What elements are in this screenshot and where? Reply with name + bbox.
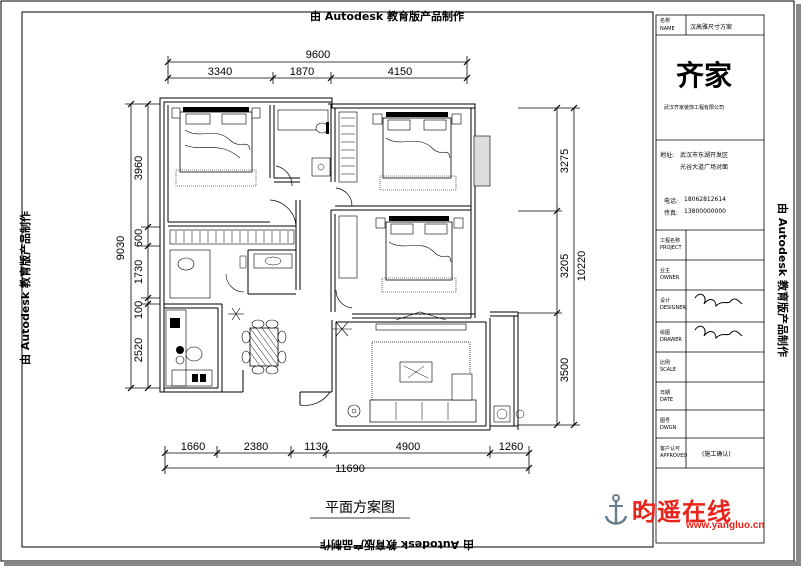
address-line2: 光谷大道广场对面 bbox=[680, 164, 729, 171]
bay-window-1 bbox=[473, 135, 491, 187]
dim-left-seg-2: 600 bbox=[133, 229, 145, 247]
bedroom-3-wardrobe bbox=[338, 215, 358, 279]
fax-label: 传真: bbox=[664, 210, 679, 217]
plant-center bbox=[332, 321, 352, 337]
living-room-tv bbox=[375, 311, 467, 331]
dim-bottom-seg-5: 1260 bbox=[499, 441, 523, 453]
bathroom-fixtures bbox=[277, 109, 331, 177]
drawing-title: 平面方案图 bbox=[325, 499, 395, 516]
dim-bottom-seg-1: 1660 bbox=[181, 441, 205, 453]
dim-left-seg-3: 1730 bbox=[133, 260, 145, 284]
anchor-icon bbox=[604, 494, 628, 528]
tb-row-4-cn: 绘图 bbox=[660, 330, 671, 336]
bedroom-2-wardrobe bbox=[338, 111, 358, 183]
tb-project-value: 汉高雅尺寸方案 bbox=[690, 24, 733, 31]
bedroom-2-bed bbox=[372, 112, 462, 191]
logo-main-text: 昀遥在线 bbox=[632, 498, 732, 526]
dim-left-seg-1: 3960 bbox=[133, 156, 145, 180]
tb-row-7-cn: 图号 bbox=[660, 418, 671, 424]
side-table-left bbox=[347, 404, 361, 418]
bottom-dimension-lines bbox=[164, 446, 530, 474]
title-block-grid bbox=[655, 14, 765, 544]
watermark-left: 由 Autodesk 教育版产品制作 bbox=[19, 210, 33, 366]
watermark-top: 由 Autodesk 教育版产品制作 bbox=[310, 10, 465, 23]
dim-bottom-seg-2: 2380 bbox=[244, 441, 268, 453]
entry-door-swing bbox=[299, 391, 331, 406]
tb-row-8-cn: 客户认可 bbox=[660, 446, 681, 452]
drawer-signature bbox=[694, 325, 743, 340]
top-dimension-lines bbox=[167, 56, 468, 84]
phone-label: 电话: bbox=[664, 198, 679, 205]
tb-row-7-en: DWGN bbox=[660, 425, 677, 431]
bottom-dimension-ticks bbox=[161, 449, 533, 472]
bedroom-2-wardrobe-hangers bbox=[341, 117, 355, 175]
left-dimension-ticks bbox=[127, 100, 152, 392]
dim-bottom-seg-3: 1130 bbox=[304, 441, 328, 453]
bedroom-2-door-swing bbox=[335, 187, 353, 207]
second-bathroom bbox=[169, 249, 293, 299]
plant-left bbox=[228, 307, 244, 321]
tb-row-5-en: SCALE bbox=[660, 367, 677, 373]
dim-top-total: 9600 bbox=[306, 49, 330, 61]
balcony-washer bbox=[493, 405, 511, 423]
designer-signature bbox=[694, 293, 743, 308]
frame-shadow-bottom bbox=[4, 561, 801, 566]
balcony-basin bbox=[515, 409, 525, 419]
tb-name-label-en: NAME bbox=[660, 26, 675, 32]
tb-row-8-value: (施工确认) bbox=[702, 451, 731, 458]
tb-row-2-en: OWNER bbox=[660, 275, 680, 281]
dim-right-seg-2: 3205 bbox=[559, 254, 571, 278]
company-logo-text: 齐家 bbox=[676, 59, 733, 92]
address-line1: 武汉市东湖开发区 bbox=[680, 152, 729, 159]
tb-row-3-cn: 设计 bbox=[660, 298, 671, 304]
right-dimension-lines bbox=[518, 107, 580, 426]
address-label: 地址: bbox=[660, 152, 675, 159]
dim-bottom-total: 11690 bbox=[335, 463, 365, 475]
exterior-walls bbox=[159, 97, 519, 431]
dining-table bbox=[241, 319, 287, 375]
dim-top-seg-3: 4150 bbox=[388, 66, 412, 78]
fax-value: 13800000000 bbox=[684, 208, 726, 215]
bedroom-3-bed bbox=[375, 216, 464, 293]
watermark-right: 由 Autodesk 教育版产品制作 bbox=[776, 202, 790, 358]
right-dimension-ticks bbox=[553, 104, 578, 429]
dim-right-seg-3: 3500 bbox=[559, 358, 571, 382]
inner-frame bbox=[21, 11, 654, 548]
company-full-name: 武汉齐家装饰工程有限公司 bbox=[664, 105, 725, 111]
dim-left-seg-5: 2520 bbox=[133, 338, 145, 362]
frame-shadow-right bbox=[796, 4, 801, 564]
coffee-table bbox=[399, 361, 433, 383]
tb-row-1-en: PROJECT bbox=[660, 245, 682, 251]
tb-row-1-cn: 工程名称 bbox=[660, 238, 681, 244]
top-dimension-ticks bbox=[164, 58, 471, 82]
kitchen-counter bbox=[165, 309, 213, 387]
phone-value: 18062812614 bbox=[684, 196, 726, 203]
hall-cabinet-lines bbox=[175, 231, 289, 243]
dim-right-seg-1: 3275 bbox=[559, 149, 571, 173]
watermark-bottom: 由 Autodesk 教育版产品制作 bbox=[320, 538, 475, 551]
tb-name-label: 名称 bbox=[660, 18, 671, 24]
bedroom-3-door-swing bbox=[335, 289, 353, 309]
tb-row-6-en: DATE bbox=[660, 397, 674, 403]
bath-door-swing bbox=[275, 165, 293, 187]
tb-row-6-cn: 日期 bbox=[660, 390, 671, 396]
dim-top-seg-1: 3340 bbox=[208, 66, 232, 78]
dim-top-seg-2: 1870 bbox=[290, 66, 314, 78]
tb-row-5-cn: 比例 bbox=[660, 360, 671, 366]
dim-right-total: 10220 bbox=[576, 251, 588, 282]
tb-row-2-cn: 业主 bbox=[660, 268, 671, 274]
bedroom-1-door-swing bbox=[269, 199, 297, 227]
tb-row-4-en: DRAWER bbox=[660, 337, 682, 343]
logo-url-text: www.yangluo.cn bbox=[686, 520, 765, 531]
living-sofa bbox=[369, 373, 477, 423]
tb-row-3-en: DESIGNER bbox=[660, 305, 686, 311]
dim-bottom-seg-4: 4900 bbox=[396, 441, 420, 453]
tb-row-8-en: APPROVED bbox=[660, 453, 688, 459]
dim-left-seg-4: 100 bbox=[133, 301, 145, 319]
bedroom-1-bed bbox=[171, 107, 261, 187]
dim-left-total: 9030 bbox=[115, 236, 127, 260]
